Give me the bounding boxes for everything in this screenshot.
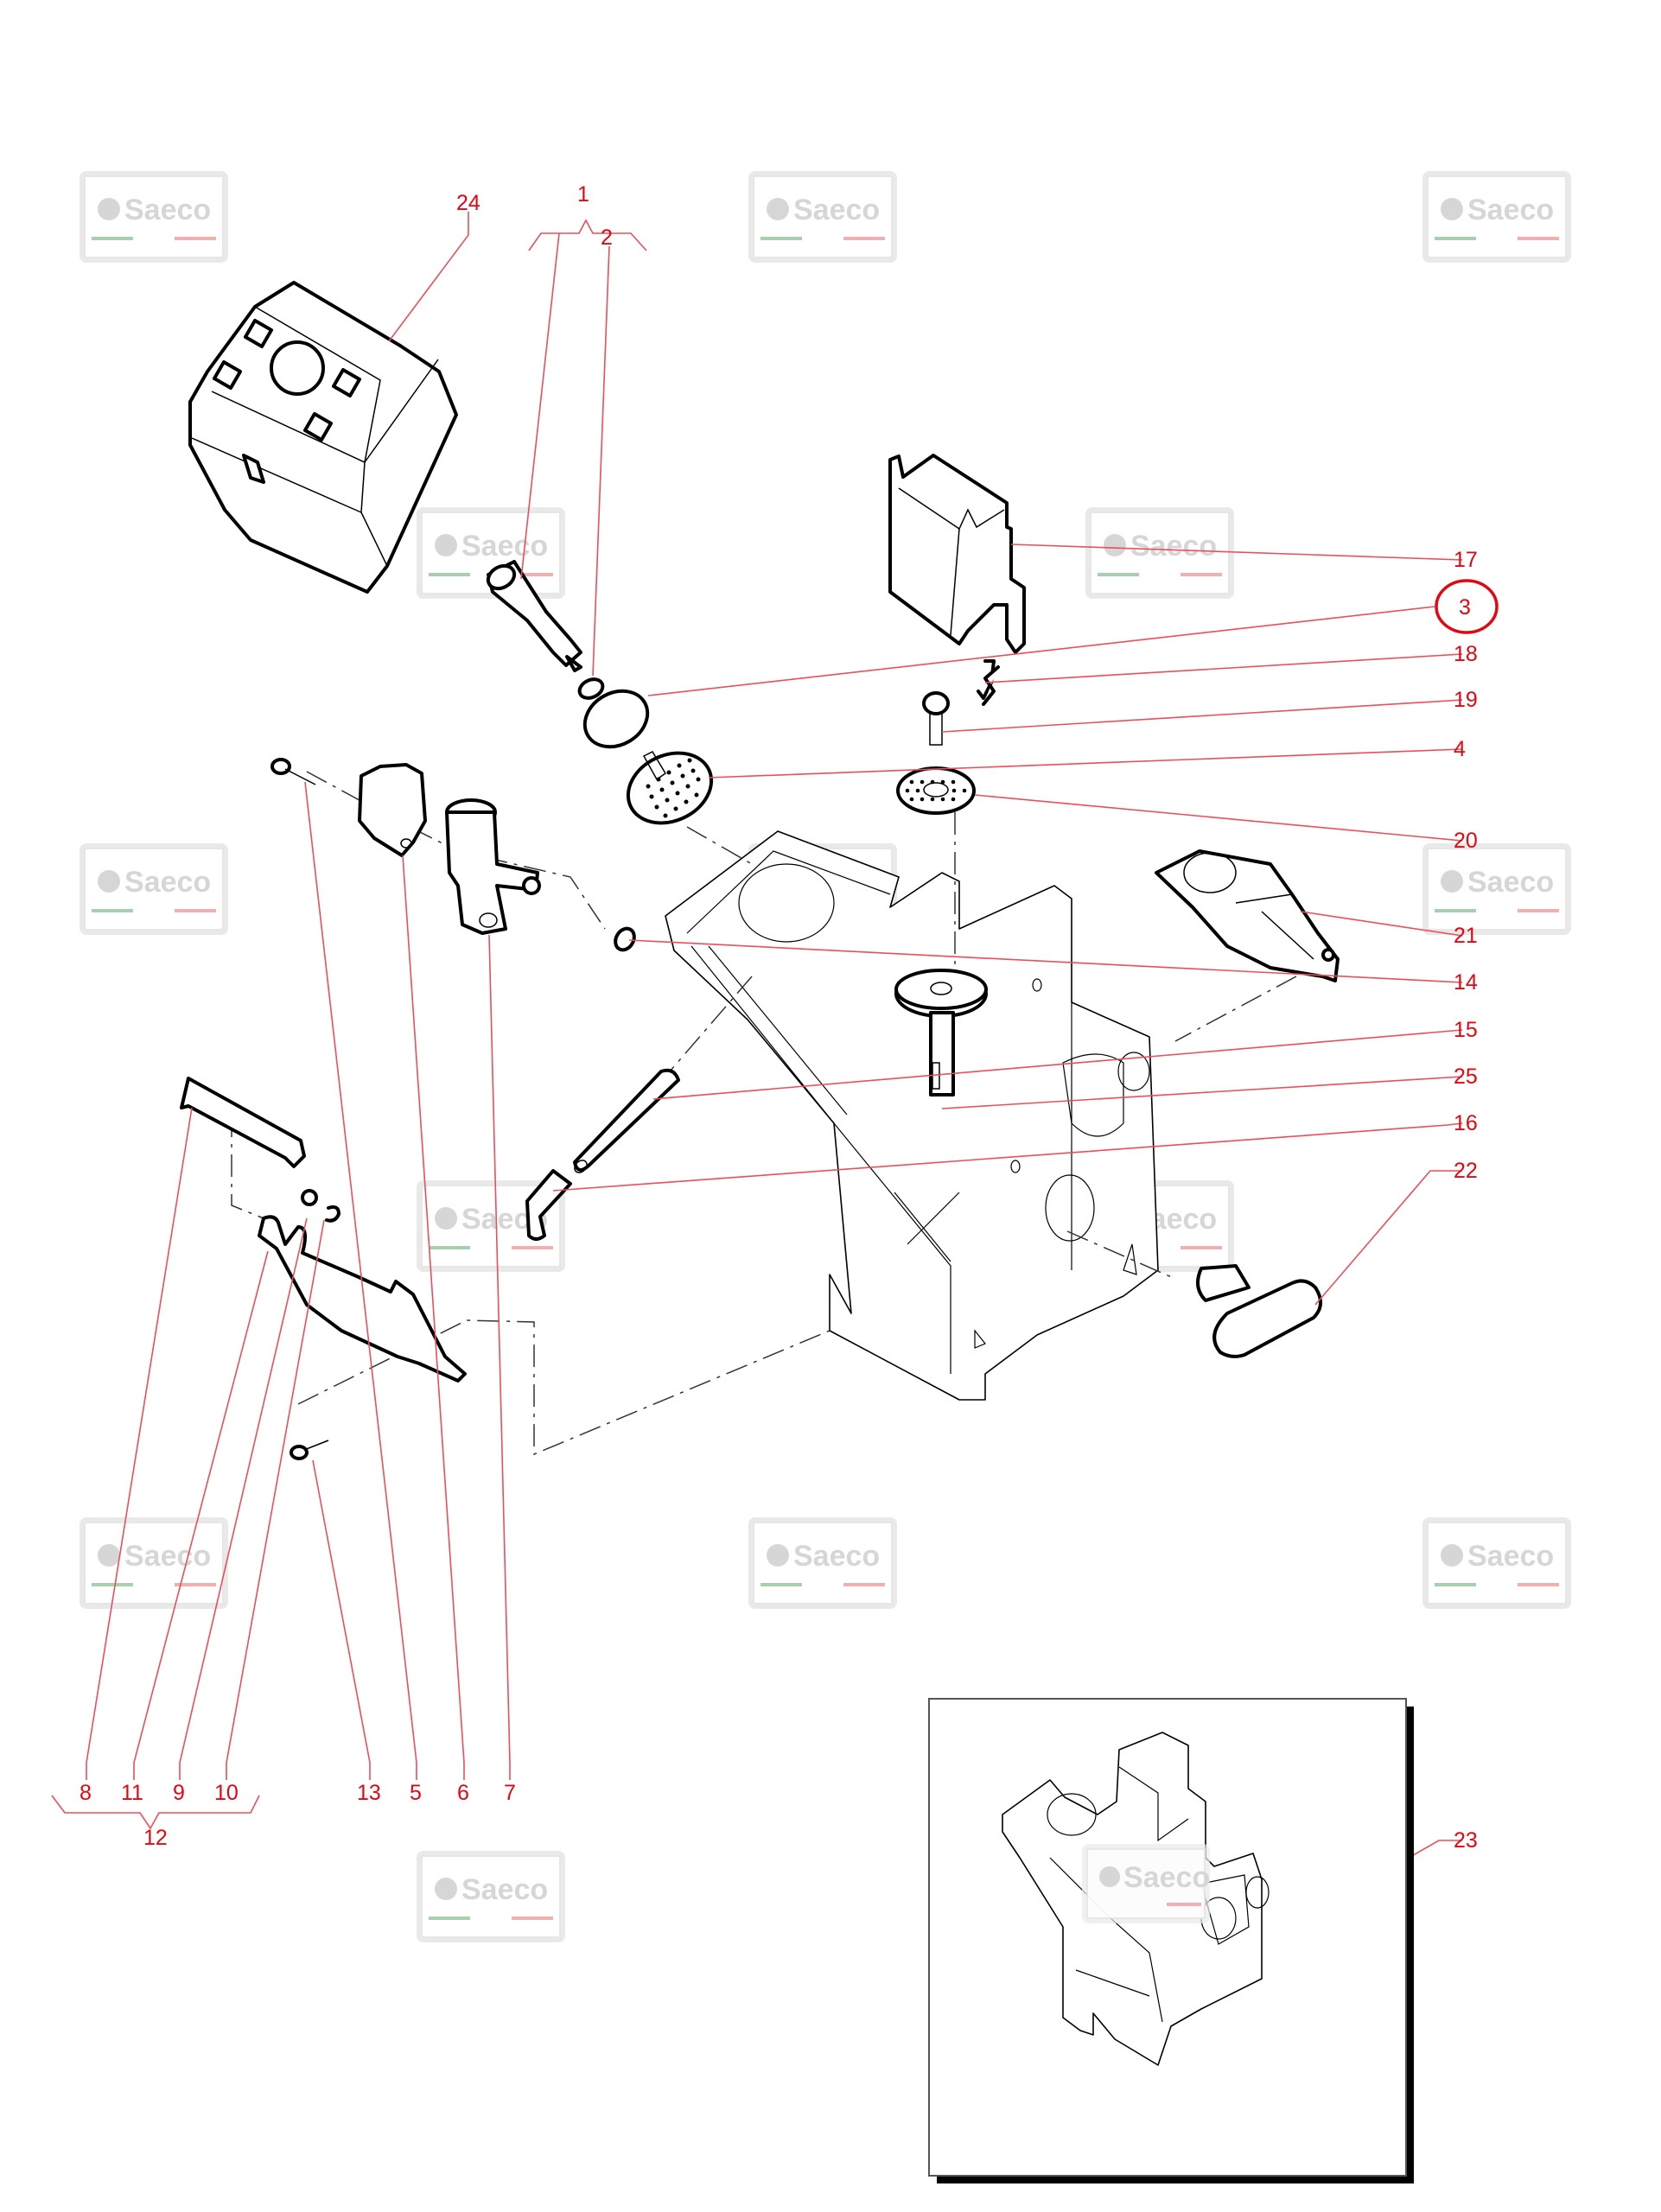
part-18-spring-clip[interactable] [982,665,1000,706]
watermark-layer: Saeco Saeco Saeco Saeco [80,171,1571,1942]
watermark-text: Saeco [461,1873,548,1906]
watermark: Saeco [80,843,228,935]
label-22[interactable]: 22 [1454,1159,1478,1183]
label-1[interactable]: 1 [577,182,589,207]
label-14[interactable]: 14 [1454,970,1478,995]
main-frame [665,830,1159,1401]
watermark: Saeco [1422,843,1571,935]
part-2-small-oring[interactable] [576,676,606,702]
part-1-piston[interactable] [484,560,582,672]
watermark: Saeco [748,1517,897,1609]
watermark-text: Saeco [793,194,880,226]
label-5[interactable]: 5 [410,1781,422,1805]
part-labels: 24 1 2 17 3 18 19 4 20 21 14 15 25 16 22… [80,182,1478,1853]
watermark: Saeco [417,507,565,599]
inset-assembled-view: Saeco [928,1698,1414,2183]
part-3-large-oring[interactable] [575,680,658,758]
watermark-text: Saeco [124,1540,211,1573]
part-4-filter[interactable] [617,740,723,836]
watermark: Saeco [1422,1517,1571,1609]
label-13[interactable]: 13 [357,1781,381,1805]
watermark-text: Saeco [1123,1861,1210,1894]
leader-lines [51,212,1463,1923]
label-23[interactable]: 23 [1454,1828,1478,1853]
label-7[interactable]: 7 [504,1781,516,1805]
part-19-screw[interactable] [922,691,950,746]
part-10-clip[interactable] [325,1205,340,1223]
part-21-chute[interactable] [1155,849,1340,982]
watermark-text: Saeco [793,1540,880,1573]
part-7-valve-body[interactable] [445,798,541,935]
watermark: Saeco [1422,171,1571,263]
watermark: Saeco [80,1517,228,1609]
label-12[interactable]: 12 [143,1826,168,1850]
watermark: Saeco [1085,507,1234,599]
watermark: Saeco [80,171,228,263]
label-8[interactable]: 8 [80,1781,92,1805]
label-2[interactable]: 2 [601,226,613,250]
part-8-rail[interactable] [180,1077,306,1168]
label-15[interactable]: 15 [1454,1018,1478,1042]
filter-perforation [646,758,701,818]
label-10[interactable]: 10 [214,1781,239,1805]
part-20-filter-disk[interactable] [896,766,976,815]
watermark-text: Saeco [1467,866,1554,899]
label-17[interactable]: 17 [1454,548,1478,572]
part-11-lever[interactable] [258,1215,467,1382]
label-25[interactable]: 25 [1454,1065,1478,1089]
part-15-rod[interactable] [572,1068,680,1175]
label-16[interactable]: 16 [1454,1111,1478,1135]
label-20[interactable]: 20 [1454,829,1478,853]
highlight-circle [1435,579,1499,634]
watermark-text: Saeco [1130,530,1217,563]
part-5-screw[interactable] [270,758,316,785]
label-6[interactable]: 6 [457,1781,469,1805]
part-6-cam[interactable] [358,763,427,857]
part-13-screw[interactable] [290,1440,329,1460]
part-17-funnel[interactable] [888,454,1026,700]
watermark-text: Saeco [124,866,211,899]
watermark-text: Saeco [461,530,548,563]
label-19[interactable]: 19 [1454,688,1478,712]
label-9[interactable]: 9 [173,1781,185,1805]
label-21[interactable]: 21 [1454,924,1478,948]
part-14-oring[interactable] [612,925,638,954]
label-24[interactable]: 24 [456,191,480,215]
part-16-bent-pin[interactable] [525,1169,572,1241]
disk-perforation [905,779,967,802]
part-25-valve[interactable] [894,969,988,1096]
part-22-knob[interactable] [1196,1264,1322,1358]
watermark: Saeco [417,1851,565,1942]
watermark-text: Saeco [124,194,211,226]
watermark-text: Saeco [1467,1540,1554,1573]
part-24-cover[interactable] [188,281,458,594]
label-3[interactable]: 3 [1459,595,1471,620]
watermark: Saeco [748,171,897,263]
label-4[interactable]: 4 [1454,737,1466,761]
watermark: Saeco [1082,1844,1210,1923]
part-9-spring[interactable] [301,1189,318,1206]
watermark-text: Saeco [1467,194,1554,226]
label-18[interactable]: 18 [1454,642,1478,666]
label-11[interactable]: 11 [121,1781,143,1805]
